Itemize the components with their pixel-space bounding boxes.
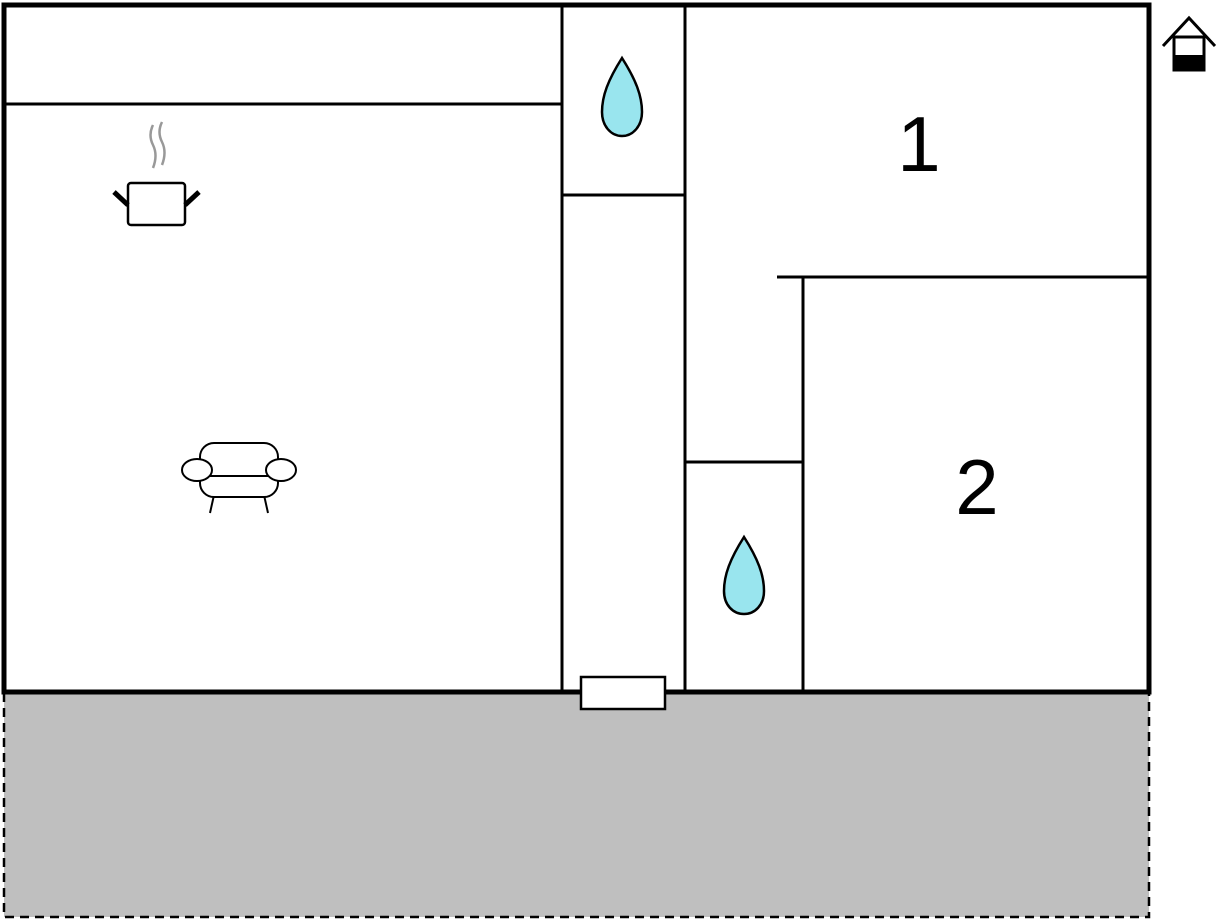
room-label-1: 1 xyxy=(897,100,940,188)
house-ground-floor-icon xyxy=(1161,15,1217,72)
interior-walls xyxy=(4,5,1149,692)
water-drop-icon xyxy=(722,534,766,616)
cooking-pot-icon xyxy=(112,121,201,227)
armchair-icon xyxy=(181,442,297,514)
water-drop-icon xyxy=(600,55,644,138)
room-label-2: 2 xyxy=(955,443,998,531)
outdoor-terrace-area xyxy=(2,690,1151,919)
entrance-door-icon xyxy=(579,675,667,711)
outer-walls xyxy=(1,2,1152,695)
